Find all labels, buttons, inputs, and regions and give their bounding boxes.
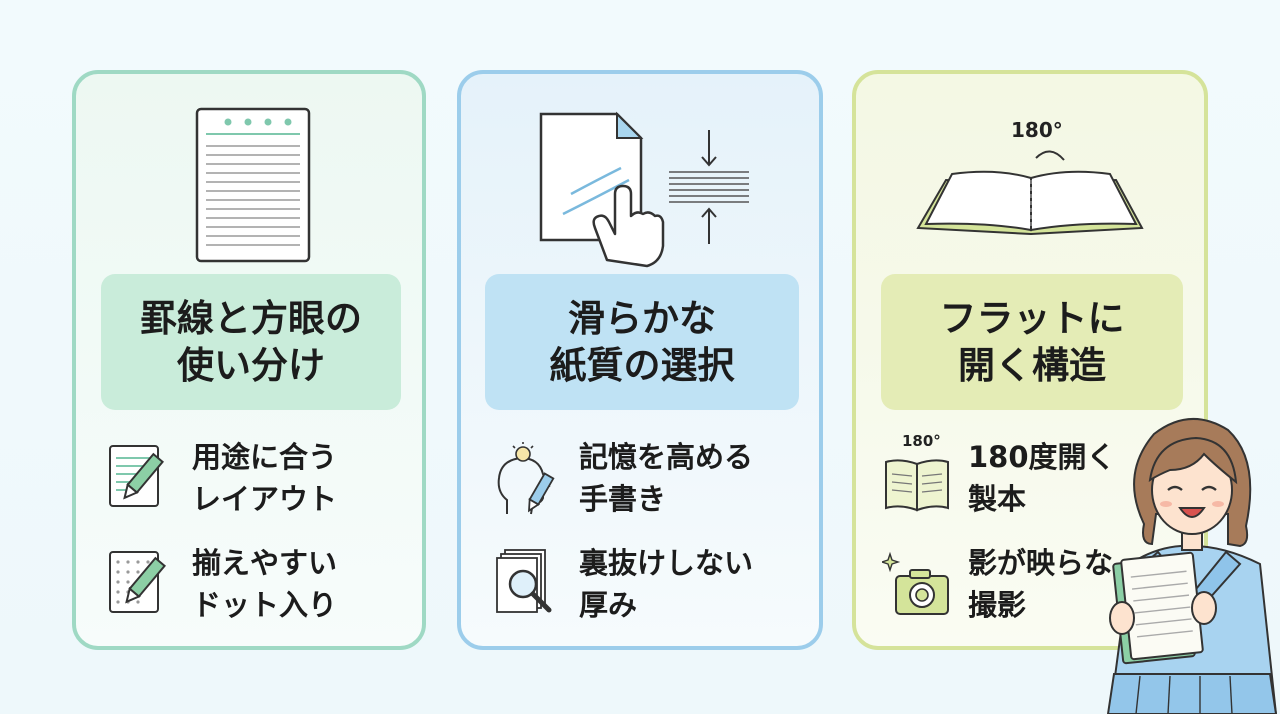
card-ruled-grid: 罫線と方眼の 使い分け 用途に合う レイアウト	[72, 70, 426, 650]
card-title-line2: 使い分け	[177, 344, 325, 387]
card-title-line2: 開く構造	[958, 344, 1106, 387]
card-title: 滑らかな 紙質の選択	[485, 274, 799, 410]
icon-angle-label: 180°	[902, 432, 941, 450]
magnifier-paper-stack-icon	[496, 549, 552, 613]
card-title-line1: 罫線と方眼の	[140, 296, 362, 340]
thin-layers-icon	[669, 130, 749, 244]
angle-label: 180°	[1011, 118, 1063, 142]
paper-touch-icon	[539, 111, 665, 268]
ruled-notepad-icon	[195, 107, 311, 263]
card-illustration	[76, 74, 422, 274]
card-illustration	[461, 74, 819, 274]
card-title-line1: フラットに	[939, 296, 1125, 340]
card-title: 罫線と方眼の 使い分け	[101, 274, 401, 410]
head-lightbulb-pencil-icon	[497, 442, 555, 515]
feature-item: 裏抜けしない 厚み	[493, 542, 793, 626]
dot-grid-pencil-icon	[109, 551, 167, 613]
feature-item: 影が映らな 撮影	[882, 542, 1182, 626]
card-title-line1: 滑らかな	[568, 296, 716, 340]
card-title-line2: 紙質の選択	[549, 344, 735, 387]
camera-sparkle-icon	[882, 551, 949, 615]
feature-text: 揃えやすい ドット入り	[192, 546, 338, 623]
open-book-180-icon	[885, 459, 949, 512]
feature-text: 記憶を高める 手書き	[579, 440, 754, 517]
card-illustration: 180°	[856, 74, 1204, 274]
feature-text: 180度開く 製本	[968, 440, 1116, 517]
card-smooth-paper: 滑らかな 紙質の選択 記憶を高める 手書き 裏抜けしない 厚み	[457, 70, 823, 650]
ruled-note-pencil-icon	[109, 445, 165, 507]
feature-item: 用途に合う レイアウト	[106, 436, 406, 520]
feature-text: 用途に合う レイアウト	[192, 440, 338, 517]
feature-text: 影が映らな 撮影	[968, 546, 1114, 623]
feature-item: 記憶を高める 手書き	[493, 436, 793, 520]
feature-text: 裏抜けしない 厚み	[579, 546, 754, 623]
student-mascot-illustration	[1106, 418, 1278, 714]
open-book-icon	[916, 150, 1144, 236]
card-title: フラットに 開く構造	[881, 274, 1183, 410]
feature-item: 180° 180度開く 製本	[882, 432, 1182, 520]
feature-item: 揃えやすい ドット入り	[106, 542, 406, 626]
